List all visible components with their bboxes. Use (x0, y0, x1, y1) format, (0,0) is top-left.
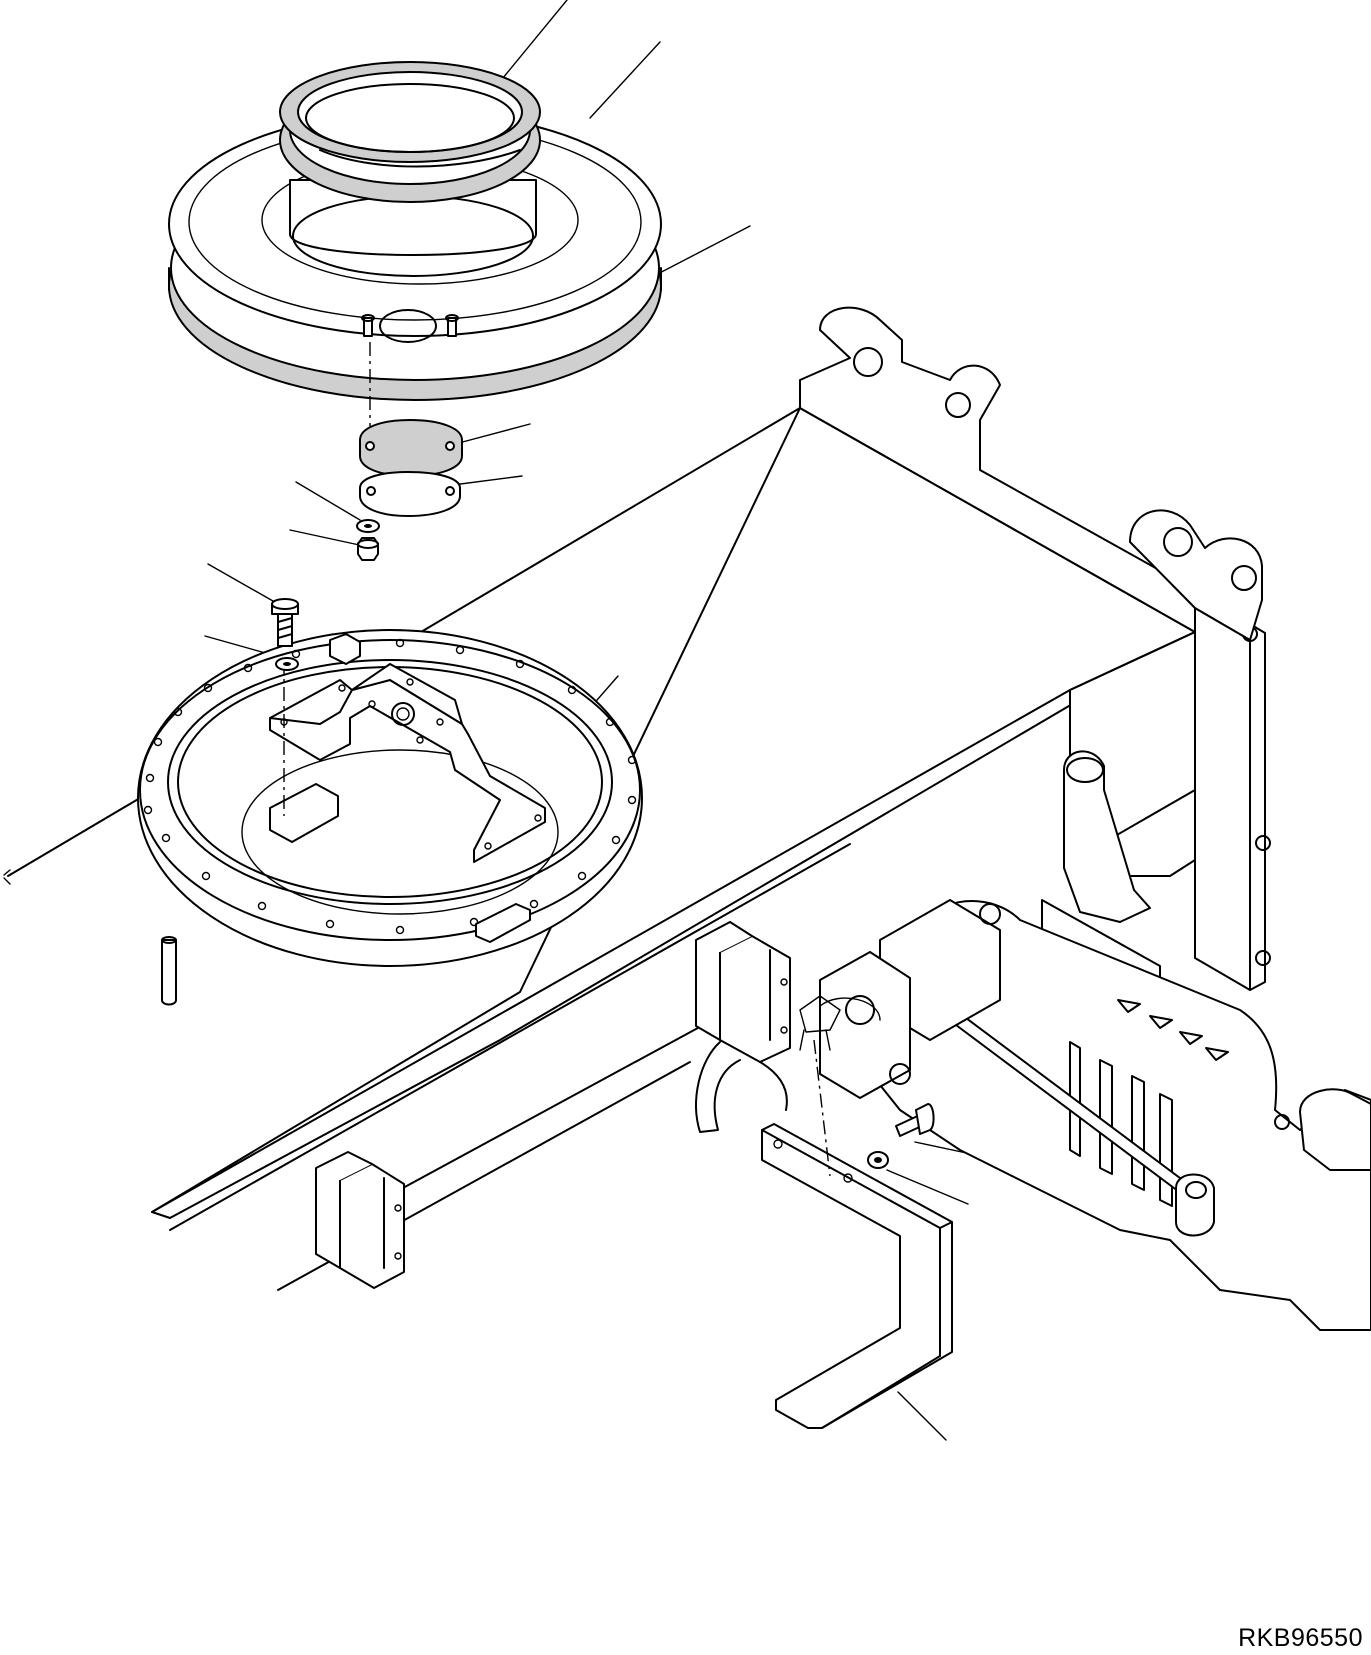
l-cover-plate (761, 1039, 953, 1429)
main-frame-beam (3, 407, 1271, 1291)
pulley-assembly (168, 61, 662, 440)
lower-bolt-and-washer (867, 1103, 935, 1169)
guard-channel-lower (315, 1151, 405, 1289)
bolt-and-washer (271, 598, 299, 671)
harness-clip (799, 995, 841, 1051)
cover-plate-stack (356, 418, 463, 561)
leader-lines (204, 0, 991, 1441)
swing-ring (137, 629, 643, 1006)
axle-assembly (819, 750, 1371, 1331)
saddle-bracket (269, 660, 546, 863)
clevis-lugs (799, 306, 1263, 641)
guard-channel-upper (695, 921, 791, 1063)
drawing-code: RKB96550 (1238, 1624, 1363, 1652)
frame-arm (695, 1041, 788, 1133)
ring-bolt-holes (143, 638, 637, 935)
